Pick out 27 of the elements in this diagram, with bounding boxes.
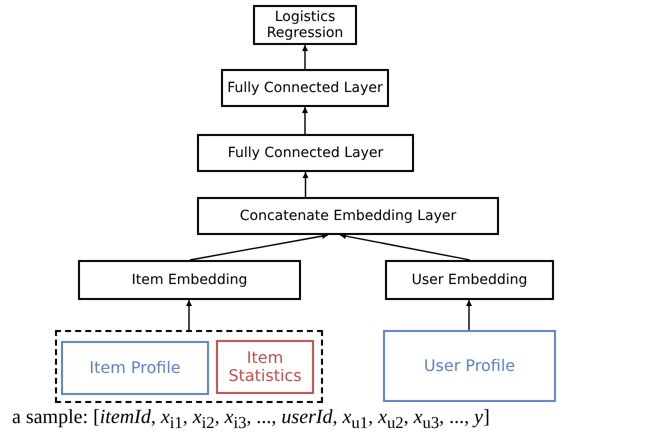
sample-formula: a sample: [itemId, x$_{i1}$, x$_{i2}$, x$_{i3}$, ..., userId, x$_{u1}$, x$_{u2}$, x$_{u3}$, ..., y] bbox=[12, 406, 490, 433]
input-box bbox=[383, 330, 556, 402]
arrow bbox=[186, 300, 192, 330]
node-label: Fully Connected Layer bbox=[228, 144, 384, 162]
input-box bbox=[61, 341, 209, 395]
arrow bbox=[302, 45, 308, 69]
node-label: Item Embedding bbox=[132, 272, 248, 288]
arrow bbox=[340, 233, 470, 261]
layer-box bbox=[221, 69, 389, 107]
embedding-box bbox=[385, 260, 554, 300]
node-label: User Profile bbox=[424, 356, 516, 376]
node-label: Concatenate Embedding Layer bbox=[240, 208, 456, 224]
node-label: Item Profile bbox=[89, 358, 181, 378]
output-box bbox=[253, 5, 357, 45]
node-label: User Embedding bbox=[412, 272, 528, 288]
embedding-box bbox=[78, 260, 301, 300]
arrow bbox=[190, 233, 328, 261]
node-label: Logistics Regression bbox=[266, 8, 344, 42]
arrow bbox=[302, 107, 308, 134]
arrow bbox=[302, 172, 308, 197]
arrow bbox=[466, 300, 472, 330]
layer-box bbox=[197, 197, 499, 235]
node-label: Fully Connected Layer bbox=[227, 80, 383, 96]
group-box bbox=[55, 330, 323, 403]
input-box bbox=[216, 340, 314, 394]
node-label: Item Statistics bbox=[227, 348, 303, 386]
layer-box bbox=[197, 134, 414, 172]
